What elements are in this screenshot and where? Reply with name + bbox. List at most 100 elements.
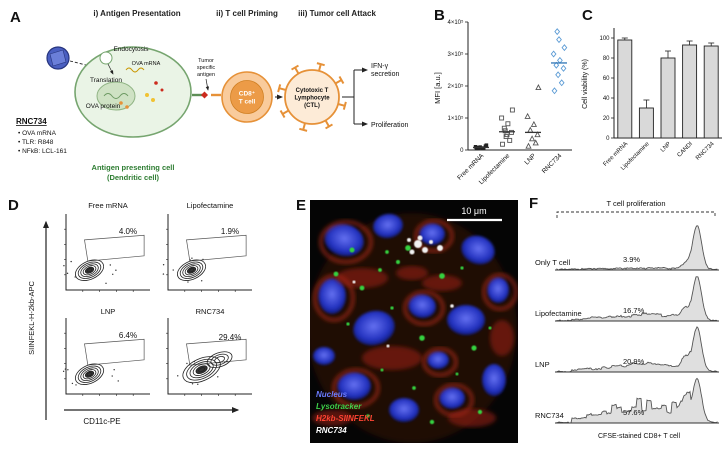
b-ylabel: MFI [a.u.]	[433, 72, 442, 104]
organelle-dot	[145, 93, 149, 97]
nucleus-blob	[482, 364, 506, 396]
scatter-point	[554, 28, 561, 36]
ifn-label-1: IFN-γ	[371, 63, 389, 70]
y-tick-label: 60	[603, 76, 610, 82]
gate-outline	[84, 234, 145, 262]
nucleus-blob	[427, 351, 449, 369]
bar	[638, 107, 654, 139]
ova-protein-dot	[119, 101, 123, 105]
receptor-icon	[279, 110, 286, 118]
scatter-point	[505, 121, 511, 127]
outlier-dot	[191, 257, 193, 259]
ctl-label-1: Cytotoxic T	[296, 88, 329, 94]
outlier-dot	[186, 362, 188, 365]
y-tick-label: 40	[603, 96, 610, 102]
rnc734-item-3: • NFkB: LCL-161	[18, 148, 67, 155]
gate-outline	[186, 338, 247, 366]
cd8-label-2: T cell	[239, 99, 256, 106]
rnc734-title: RNC734	[16, 117, 47, 126]
contour-ring	[182, 263, 201, 278]
mrna-squiggle	[125, 67, 145, 73]
scatter-point	[509, 107, 515, 113]
nucleus-blob	[408, 293, 436, 319]
lysotracker-dot	[477, 409, 483, 415]
outlier-dot	[105, 282, 107, 285]
d-xlabel: CD11c-PE	[83, 417, 120, 426]
nucleus-blob	[419, 223, 445, 245]
receptor-icon	[316, 62, 325, 67]
y-tick-label: 20	[603, 116, 610, 122]
scatter-point	[525, 142, 532, 149]
stage-2-header: ii) T cell Priming	[216, 9, 278, 18]
bar	[703, 45, 719, 139]
outlier-dot	[75, 384, 77, 386]
histogram-curve	[556, 377, 718, 424]
y-tick-label: 2×10⁵	[447, 83, 464, 90]
outlier-dot	[115, 269, 117, 271]
scatter-point	[502, 128, 508, 134]
d-plot1-percent: 4.0%	[119, 227, 137, 236]
rnc734-speck	[429, 240, 433, 244]
plot-axes	[167, 318, 252, 395]
micrograph-cells	[310, 213, 518, 443]
scatter-point	[500, 141, 505, 147]
x-category-label: CANDI	[677, 141, 695, 159]
c-ylabel: Cell viability (%)	[582, 59, 589, 109]
panel-d-label: D	[8, 197, 19, 214]
contour-ring	[210, 353, 229, 366]
f-row1-name: Only T cell	[535, 258, 570, 267]
panel-c-label: C	[582, 7, 593, 24]
receptor-icon	[338, 76, 345, 84]
rnc734-item-2: • TLR: R848	[18, 139, 54, 146]
panel-f-label: F	[529, 195, 538, 212]
antigen-label-2: specific	[197, 65, 216, 71]
outlier-dot	[109, 264, 111, 266]
outlier-dot	[172, 269, 174, 271]
contour-ring	[184, 265, 199, 276]
organelle-dot	[151, 98, 155, 102]
f-row1-percent: 3.9%	[623, 255, 640, 264]
lysotracker-dot	[385, 250, 389, 254]
receptor-icon	[325, 123, 333, 130]
scatter-point	[501, 125, 507, 131]
translation-label: Translation	[90, 77, 122, 84]
contour-ring	[179, 261, 204, 279]
panel-a-label: A	[10, 9, 21, 26]
panel-e: E 10 μm Nucleus Lysotracker H2kb-SIINFEK…	[296, 197, 518, 443]
lysotracker-dot	[390, 306, 394, 310]
nucleus-blob	[318, 278, 346, 314]
outlier-dot	[67, 369, 69, 371]
d-plot4-title: RNC734	[196, 307, 225, 316]
proliferation-bracket	[556, 211, 716, 218]
receptor-icon	[337, 103, 346, 107]
scatter-point	[550, 50, 557, 58]
outlier-dot	[162, 273, 165, 275]
nucleus-blob	[439, 387, 465, 409]
y-tick-label: 1×10⁵	[447, 115, 464, 122]
stage-1-header: i) Antigen Presentation	[93, 9, 180, 18]
contour-ring	[82, 265, 97, 276]
lysotracker-dot	[366, 414, 370, 418]
red-stain	[312, 410, 352, 426]
outlier-dot	[113, 369, 115, 371]
plot-axes	[65, 318, 150, 395]
y-tick-label: 0	[460, 148, 464, 154]
outlier-dot	[226, 361, 228, 363]
membrane-ring	[414, 219, 454, 253]
y-tick-label: 3×10⁵	[447, 51, 464, 58]
bar	[617, 39, 633, 139]
plot-axes	[65, 214, 150, 291]
f-xlabel: CFSE-stained CD8+ T cell	[598, 433, 680, 440]
contour-ring	[75, 259, 105, 281]
legend-rnc734: RNC734	[316, 426, 347, 435]
outlier-dot	[66, 272, 69, 275]
y-tick-label: 100	[599, 36, 610, 42]
membrane-ring	[319, 220, 373, 264]
red-stain	[490, 320, 514, 356]
scatter-point	[507, 137, 513, 143]
histogram-curve	[556, 326, 718, 373]
contour-ring	[188, 268, 195, 273]
lysotracker-dot	[349, 247, 355, 253]
scatter-point	[556, 36, 562, 44]
